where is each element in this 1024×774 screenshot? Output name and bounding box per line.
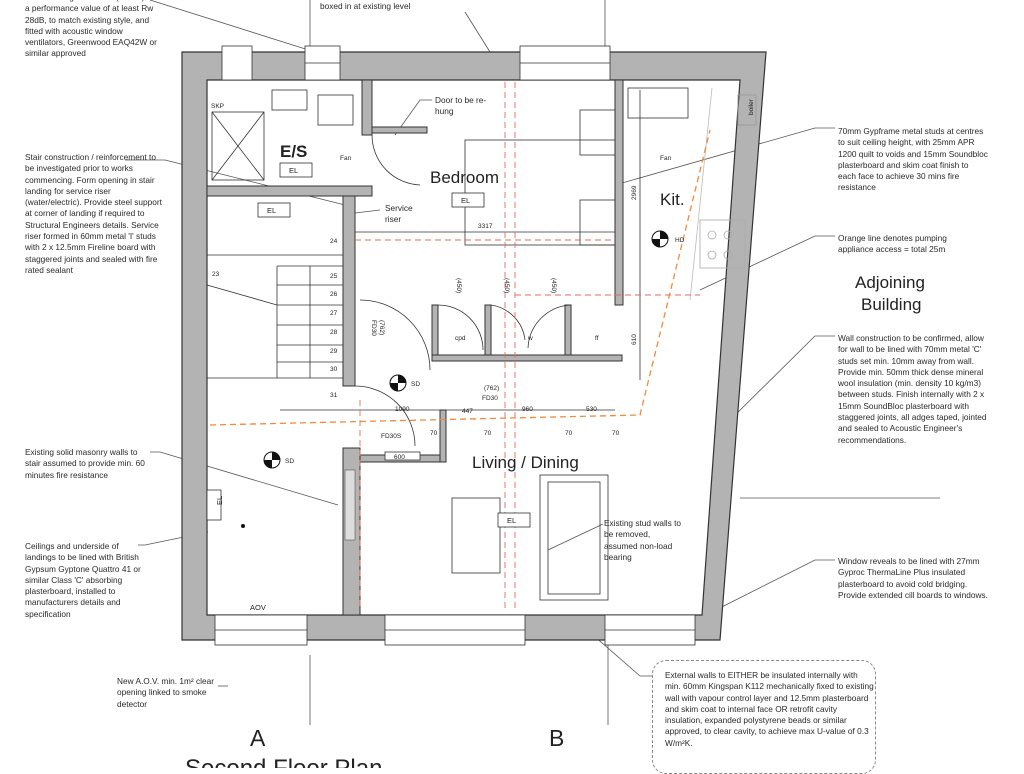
stair-number: 31 — [330, 392, 338, 399]
note-gypframe: 70mm Gypframe metal studs at centres to … — [838, 126, 988, 193]
dim-610: 610 — [631, 334, 638, 345]
note-orange-line: Orange line denotes pumping appliance ac… — [838, 233, 947, 255]
el-label: EL — [507, 516, 516, 525]
el-label: EL — [215, 496, 224, 505]
el-box — [497, 512, 531, 528]
dim-530: 530 — [586, 406, 597, 413]
skp-label: SKP — [211, 103, 224, 110]
sd-label: SD — [411, 381, 420, 388]
ff-label: ff — [595, 335, 599, 342]
dim-447: 447 — [462, 408, 473, 415]
cupboard-600: 600 — [394, 454, 405, 461]
dim-bedroom: 3317 — [478, 223, 493, 230]
fan-label: Fan — [340, 155, 352, 162]
door-450-label: (450) — [503, 278, 510, 293]
el-box — [206, 489, 222, 521]
note-window-reveals: Window reveals to be lined with 27mm Gyp… — [838, 556, 988, 600]
fixtures — [206, 87, 757, 601]
room-bedroom: Bedroom — [430, 168, 499, 187]
sd-label: SD — [285, 458, 294, 465]
fan-label: Fan — [660, 155, 672, 162]
dim-960: 960 — [522, 406, 533, 413]
hd-label: HD — [675, 237, 685, 244]
room-ensuite: E/S — [280, 142, 307, 161]
section-marker-b: B — [549, 725, 564, 751]
note-boxed: boxed in at existing level — [320, 1, 411, 11]
aov-label: AOV — [250, 603, 266, 612]
stair-number: 23 — [212, 271, 220, 278]
el-box — [279, 162, 313, 178]
adjoining-building-line2: Building — [861, 295, 922, 314]
note-wall-construction: Wall construction to be confirmed, allow… — [838, 333, 987, 445]
el-label: EL — [461, 196, 470, 205]
hatched-wall — [344, 469, 356, 541]
room-living-dining: Living / Dining — [472, 453, 579, 472]
el-label: EL — [289, 166, 298, 175]
stair-number: 28 — [330, 329, 338, 336]
room-kitchen: Kit. — [660, 190, 685, 209]
dim-1090: 1090 — [395, 406, 410, 413]
stair-number: 25 — [330, 273, 338, 280]
cpd-label: cpd — [455, 335, 466, 342]
el-box — [257, 202, 291, 218]
dim-70: 70 — [430, 430, 438, 437]
note-windows: with double glazed units (4/16/4) with a… — [25, 0, 162, 59]
adjoining-building-line1: Adjoining — [855, 273, 925, 292]
fd30-label: FD30 — [370, 320, 377, 336]
fd30-label: FD30 — [482, 395, 498, 402]
dim-70: 70 — [612, 430, 620, 437]
cupboard-box — [384, 451, 421, 461]
note-aov: New A.O.V. min. 1m² clear opening linked… — [117, 676, 214, 709]
internal-walls — [206, 79, 624, 616]
el-box — [451, 192, 485, 208]
dim-70: 70 — [484, 430, 492, 437]
smoke-detector-icons — [241, 230, 669, 528]
drawing-title: Second Floor Plan — [185, 755, 382, 768]
note-stair: Stair construction / reinforcement to be… — [25, 152, 162, 275]
note-service-riser: Service riser — [385, 203, 413, 225]
door-762-label: (762) — [378, 320, 385, 335]
stair-number: 24 — [330, 238, 338, 245]
stair-number: 27 — [330, 310, 338, 317]
note-masonry: Existing solid masonry walls to stair as… — [25, 447, 145, 480]
stair-number: 30 — [330, 366, 338, 373]
door-762-label: (762) — [484, 385, 499, 392]
note-ceilings: Ceilings and underside of landings to be… — [25, 541, 141, 619]
note-stud-walls: Existing stud walls to be removed, assum… — [604, 518, 682, 562]
stair-number: 26 — [330, 291, 338, 298]
windows — [214, 45, 696, 646]
el-label: EL — [267, 206, 276, 215]
fd30s-label: FD30S — [381, 433, 402, 440]
door-450-label: (450) — [455, 278, 462, 293]
boiler-label: boiler — [748, 98, 755, 115]
section-marker-a: A — [250, 725, 266, 751]
dim-70: 70 — [565, 430, 573, 437]
note-door-rehung: Door to be re-hung — [435, 95, 487, 117]
door-450-label: (450) — [550, 278, 557, 293]
dim-kitchen: 2969 — [631, 185, 638, 200]
w-label: w — [527, 335, 533, 342]
note-external-walls: External walls to EITHER be insulated in… — [665, 670, 874, 748]
stair-number: 29 — [330, 348, 338, 355]
